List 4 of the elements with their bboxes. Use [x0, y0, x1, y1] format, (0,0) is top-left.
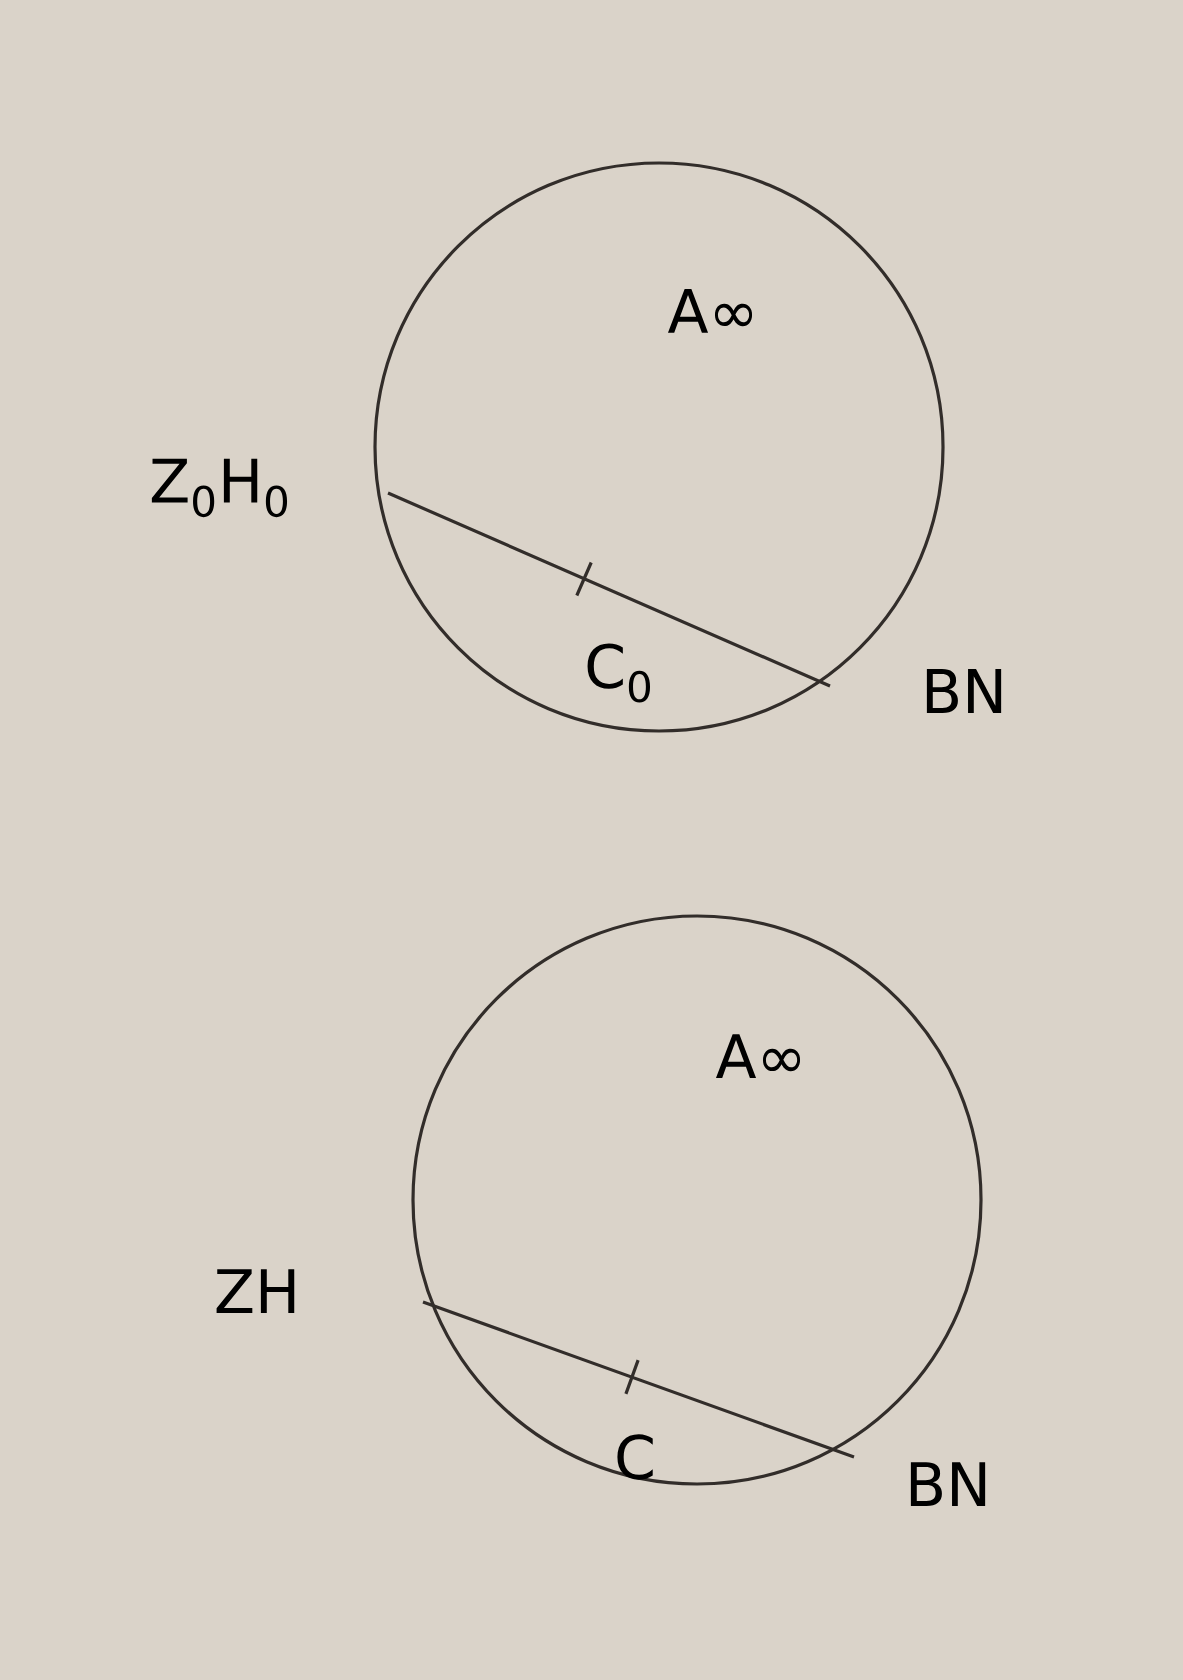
point-label: C$_{0}$	[587, 643, 651, 703]
point-label: Z$_{0}$H$_{0}$	[151, 458, 288, 518]
point-label: C	[617, 1434, 653, 1480]
point-label: ZH	[216, 1269, 295, 1313]
